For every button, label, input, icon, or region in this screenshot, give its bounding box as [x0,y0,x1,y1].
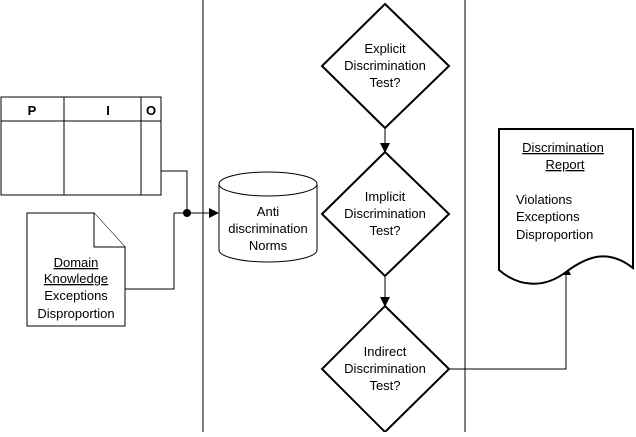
domain-doc-line-1: Domain [54,255,99,270]
norms-line-3: Norms [249,238,288,253]
decision-implicit: Implicit Discrimination Test? [320,150,451,278]
table-header-p: P [28,103,37,118]
explicit-line-1: Explicit [364,41,406,56]
discrimination-report-document: Discrimination Report Violations Excepti… [498,128,634,285]
table-header-o: O [146,103,156,118]
report-line-exceptions: Exceptions [516,209,580,224]
implicit-line-2: Discrimination [344,206,426,221]
indirect-line-2: Discrimination [344,361,426,376]
explicit-line-3: Test? [369,75,400,90]
report-title-line-2: Report [545,157,584,172]
norms-database: Anti discrimination Norms [218,171,318,263]
decision-indirect: Indirect Discrimination Test? [320,304,451,434]
domain-knowledge-document: Domain Knowledge Exceptions Disproportio… [26,212,126,327]
norms-line-2: discrimination [228,221,307,236]
report-line-disproportion: Disproportion [516,227,593,242]
table-header-i: I [106,103,110,118]
indirect-line-1: Indirect [364,344,407,359]
decision-explicit: Explicit Discrimination Test? [320,2,451,130]
indirect-line-3: Test? [369,378,400,393]
norms-line-1: Anti [257,204,280,219]
domain-doc-line-3: Exceptions [44,288,108,303]
domain-doc-line-2: Knowledge [44,271,108,286]
implicit-line-1: Implicit [365,189,406,204]
report-title-line-1: Discrimination [522,140,604,155]
report-line-violations: Violations [516,192,573,207]
pio-table: P I O [0,96,162,196]
connector-doc-to-junction [125,213,175,290]
explicit-line-2: Discrimination [344,58,426,73]
domain-doc-line-4: Disproportion [37,306,114,321]
connector-table-to-junction [161,170,188,213]
arrow-indirect-to-report [449,265,571,370]
implicit-line-3: Test? [369,223,400,238]
